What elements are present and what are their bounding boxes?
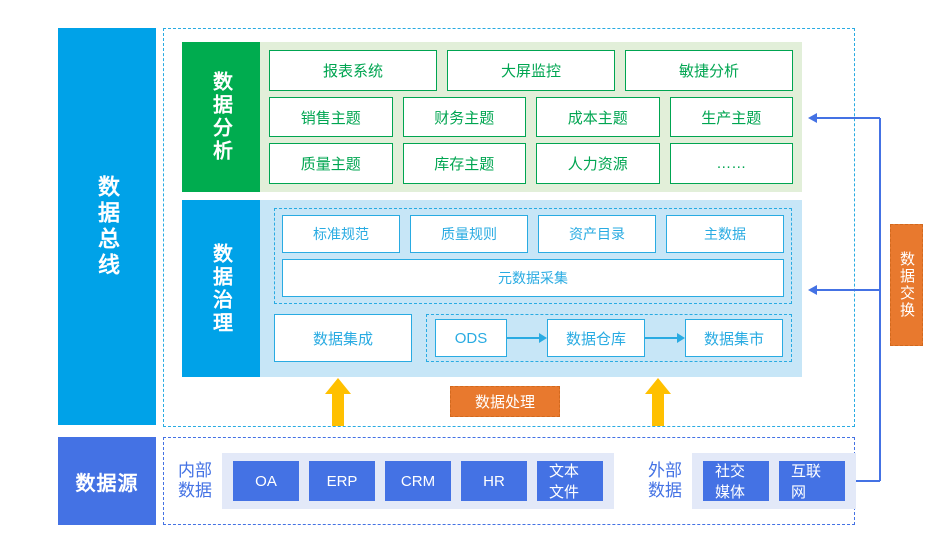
governance-flow-row: 数据集成 ODS 数据仓库 数据集市 xyxy=(274,314,792,362)
analysis-item-bigscreen[interactable]: 大屏监控 xyxy=(447,50,615,91)
data-analysis-content: 报表系统 大屏监控 敏捷分析 销售主题 财务主题 成本主题 生产主题 质量主题 … xyxy=(260,42,802,192)
analysis-row-1: 报表系统 大屏监控 敏捷分析 xyxy=(269,50,793,91)
analysis-item-inventory[interactable]: 库存主题 xyxy=(402,143,526,185)
internal-data-label: 内部数据 xyxy=(178,461,212,500)
source-item-hr[interactable]: HR xyxy=(461,461,527,501)
data-exchange-tag: 数据交换 xyxy=(890,224,923,346)
source-item-erp[interactable]: ERP xyxy=(309,461,375,501)
analysis-item-hr[interactable]: 人力资源 xyxy=(536,143,660,185)
analysis-item-cost[interactable]: 成本主题 xyxy=(536,96,660,138)
source-item-oa[interactable]: OA xyxy=(233,461,299,501)
data-source-label: 数据源 xyxy=(75,472,139,495)
external-data-label: 外部数据 xyxy=(648,461,682,500)
source-item-text-file[interactable]: 文本文件 xyxy=(537,461,603,501)
data-governance-block: 数据治理 标准规范 质量规则 资产目录 主数据 元数据采集 数据集成 ODS 数… xyxy=(182,200,802,377)
flow-item-ods[interactable]: ODS xyxy=(435,319,507,357)
data-governance-content: 标准规范 质量规则 资产目录 主数据 元数据采集 数据集成 ODS 数据仓库 数… xyxy=(260,200,802,377)
governance-item-asset-catalog[interactable]: 资产目录 xyxy=(538,215,656,253)
data-bus-label: 数据总线 xyxy=(94,174,120,279)
arrow-up-icon-right xyxy=(645,378,671,426)
analysis-item-finance[interactable]: 财务主题 xyxy=(402,96,526,138)
data-bus-rail: 数据总线 xyxy=(58,28,156,425)
analysis-row-3: 质量主题 库存主题 人力资源 …… xyxy=(269,143,793,185)
governance-item-metadata-collection[interactable]: 元数据采集 xyxy=(282,259,784,297)
internal-data-panel: OA ERP CRM HR 文本文件 xyxy=(222,453,614,509)
feedback-connector-line xyxy=(879,118,881,481)
data-source-content: 内部数据 OA ERP CRM HR 文本文件 外部数据 社交媒体 互联网 xyxy=(172,447,856,515)
data-analysis-block: 数据分析 报表系统 大屏监控 敏捷分析 销售主题 财务主题 成本主题 生产主题 … xyxy=(182,42,802,192)
source-item-social-media[interactable]: 社交媒体 xyxy=(703,461,769,501)
analysis-row-2: 销售主题 财务主题 成本主题 生产主题 xyxy=(269,96,793,138)
external-data-panel: 社交媒体 互联网 xyxy=(692,453,856,509)
flow-item-data-warehouse[interactable]: 数据仓库 xyxy=(547,319,645,357)
analysis-item-report[interactable]: 报表系统 xyxy=(269,50,437,91)
data-source-rail: 数据源 xyxy=(58,437,156,525)
source-item-internet[interactable]: 互联网 xyxy=(779,461,845,501)
arrow-right-icon xyxy=(645,333,685,343)
metadata-group: 标准规范 质量规则 资产目录 主数据 元数据采集 xyxy=(274,208,792,304)
arrow-left-icon-governance xyxy=(808,285,880,295)
data-processing-tag: 数据处理 xyxy=(450,386,560,417)
platform-boundary xyxy=(163,28,855,427)
warehouse-flow-group: ODS 数据仓库 数据集市 xyxy=(426,314,792,362)
arrow-left-icon-analysis xyxy=(808,113,880,123)
analysis-item-production[interactable]: 生产主题 xyxy=(669,96,793,138)
arrow-up-icon-left xyxy=(325,378,351,426)
governance-row-2: 元数据采集 xyxy=(282,259,784,297)
arrow-right-icon xyxy=(507,333,547,343)
governance-item-master-data[interactable]: 主数据 xyxy=(666,215,784,253)
data-analysis-label: 数据分析 xyxy=(182,42,260,192)
source-item-crm[interactable]: CRM xyxy=(385,461,451,501)
analysis-item-more[interactable]: …… xyxy=(669,143,793,185)
analysis-item-sales[interactable]: 销售主题 xyxy=(269,96,393,138)
analysis-item-quality[interactable]: 质量主题 xyxy=(269,143,393,185)
governance-row-1: 标准规范 质量规则 资产目录 主数据 xyxy=(282,215,784,253)
flow-item-data-mart[interactable]: 数据集市 xyxy=(685,319,783,357)
governance-item-quality-rule[interactable]: 质量规则 xyxy=(410,215,528,253)
data-integration-box[interactable]: 数据集成 xyxy=(274,314,412,362)
analysis-item-agile[interactable]: 敏捷分析 xyxy=(625,50,793,91)
data-governance-label: 数据治理 xyxy=(182,200,260,377)
governance-item-standard[interactable]: 标准规范 xyxy=(282,215,400,253)
